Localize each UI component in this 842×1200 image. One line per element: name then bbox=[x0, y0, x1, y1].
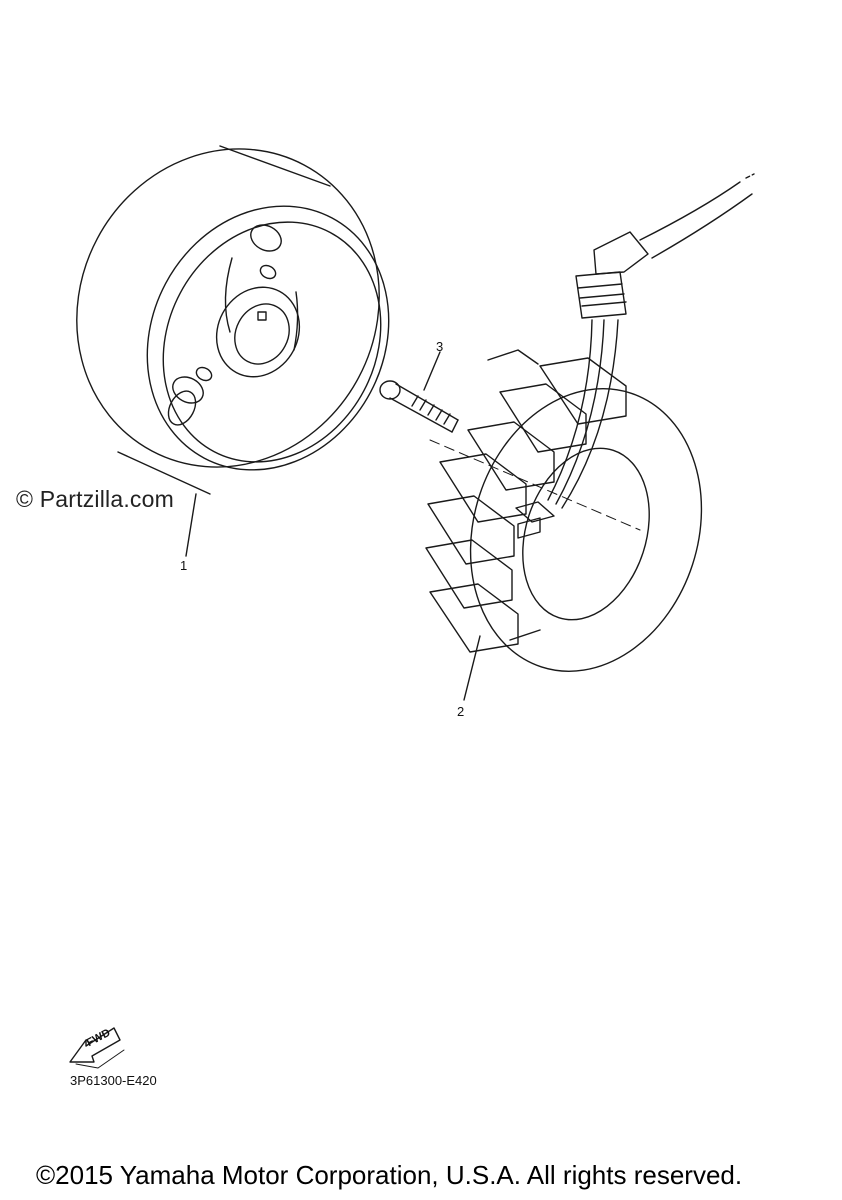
fwd-arrow-icon bbox=[69, 1027, 125, 1069]
callout-2: 2 bbox=[457, 704, 465, 719]
copyright-notice: ©2015 Yamaha Motor Corporation, U.S.A. A… bbox=[36, 1160, 743, 1190]
callout-3: 3 bbox=[436, 339, 444, 354]
flywheel-rotor bbox=[76, 145, 390, 557]
fwd-indicator: FWD bbox=[68, 1018, 128, 1066]
partzilla-watermark: © Partzilla.com bbox=[16, 486, 174, 512]
wire-harness bbox=[547, 173, 755, 509]
diagram-code: 3P61300-E420 bbox=[70, 1073, 157, 1088]
callout-1: 1 bbox=[180, 558, 188, 573]
fwd-label: FWD bbox=[84, 1026, 113, 1050]
stator-coil bbox=[425, 349, 703, 701]
screw bbox=[379, 351, 459, 433]
